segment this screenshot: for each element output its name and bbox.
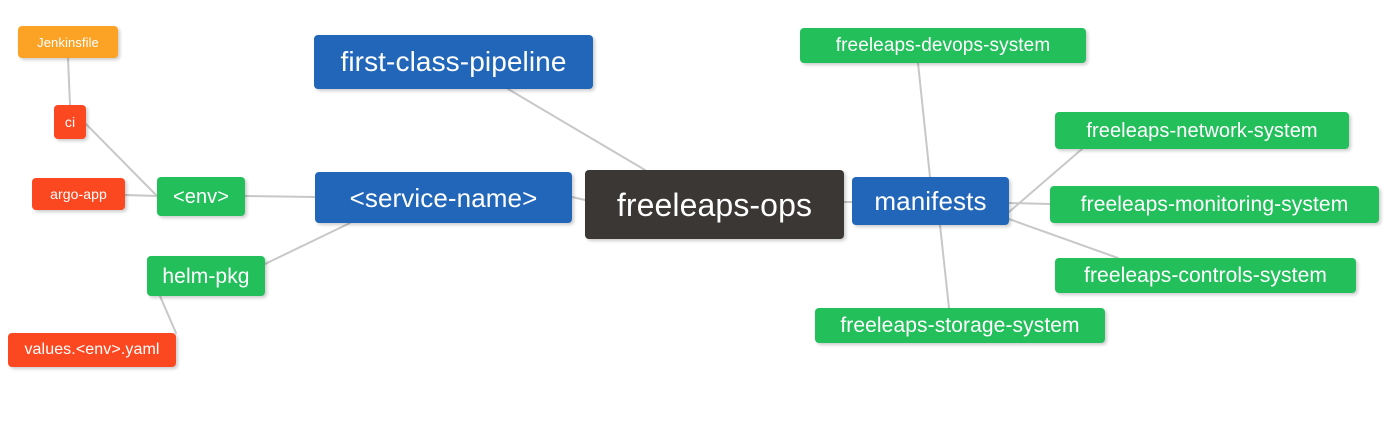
node-ci[interactable]: ci: [54, 105, 86, 139]
node-service-name[interactable]: <service-name>: [315, 172, 572, 223]
node-values-env-yaml[interactable]: values.<env>.yaml: [8, 333, 176, 367]
node-manifests[interactable]: manifests: [852, 177, 1009, 225]
node-freeleaps-ops[interactable]: freeleaps-ops: [585, 170, 844, 239]
edge-first-class-pipeline-to-freeleaps-ops: [507, 88, 646, 171]
edge-manifests-to-freeleaps-controls-system: [1008, 218, 1119, 259]
node-freeleaps-network-system[interactable]: freeleaps-network-system: [1055, 112, 1349, 149]
edge-manifests-to-freeleaps-devops-system: [917, 62, 931, 178]
edge-service-name-to-freeleaps-ops: [571, 196, 586, 201]
node-argo-app[interactable]: argo-app: [32, 178, 125, 210]
node-freeleaps-storage-system[interactable]: freeleaps-storage-system: [815, 308, 1105, 343]
node-freeleaps-monitoring-system[interactable]: freeleaps-monitoring-system: [1050, 186, 1379, 223]
node-freeleaps-controls-system[interactable]: freeleaps-controls-system: [1055, 258, 1356, 293]
edge-manifests-to-freeleaps-storage-system: [939, 224, 950, 309]
edge-service-name-to-helm-pkg: [264, 222, 351, 265]
node-env[interactable]: <env>: [157, 177, 245, 216]
node-jenkinsfile[interactable]: Jenkinsfile: [18, 26, 118, 58]
edge-jenkinsfile-to-ci: [67, 57, 71, 106]
node-freeleaps-devops-system[interactable]: freeleaps-devops-system: [800, 28, 1086, 63]
node-helm-pkg[interactable]: helm-pkg: [147, 256, 265, 296]
edge-argo-app-to-env: [124, 194, 158, 197]
edge-helm-pkg-to-values-env-yaml: [159, 295, 177, 334]
edge-env-to-service-name: [244, 195, 316, 198]
node-first-class-pipeline[interactable]: first-class-pipeline: [314, 35, 593, 89]
edge-manifests-to-freeleaps-monitoring-system: [1008, 202, 1051, 205]
